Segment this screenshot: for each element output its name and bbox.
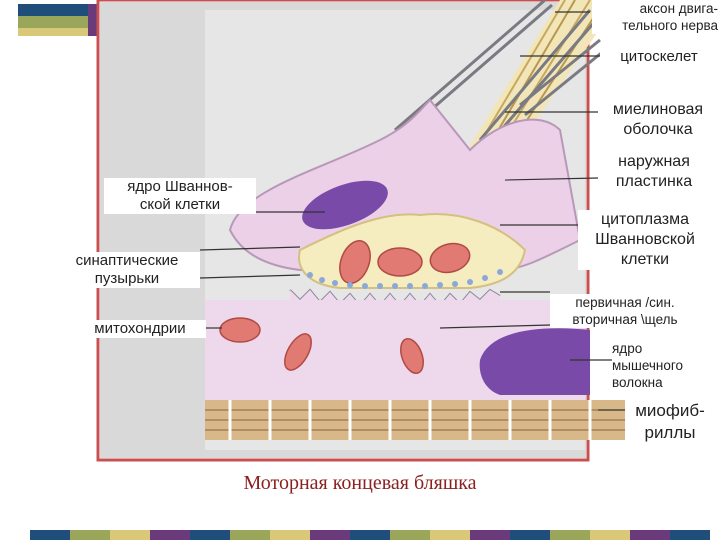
label-schwann-cytoplasm-line2: Шванновской xyxy=(595,231,695,248)
corner-decoration-top xyxy=(18,4,98,36)
synaptic-vesicles xyxy=(307,269,503,289)
label-axon-line1: аксон двига- xyxy=(639,1,718,16)
label-myelin-line1: миелиновая xyxy=(612,101,704,118)
label-muscle-nucleus-line2: мышечного xyxy=(612,358,684,373)
label-myofibrils: миофиб- риллы xyxy=(625,400,715,444)
label-axon: аксон двига- тельного нерва xyxy=(592,0,718,34)
label-schwann-cytoplasm-line3: клетки xyxy=(620,251,670,268)
label-outer-line1: наружная xyxy=(618,153,690,170)
label-synaptic-cleft: первичная /син. вторичная \щель xyxy=(550,294,700,328)
label-cytoskeleton: цитоскелет xyxy=(600,48,718,66)
schwann-nucleus-shape xyxy=(302,180,388,230)
label-schwann-nucleus-line1: ядро Шваннов- xyxy=(127,178,233,195)
corner-decoration-bottom xyxy=(30,530,710,540)
label-vesicles-line2: пузырьки xyxy=(94,270,160,287)
label-vesicles-line1: синаптические xyxy=(75,252,179,269)
label-schwann-nucleus-line2: ской клетки xyxy=(139,196,221,213)
leader-lines xyxy=(199,11,625,411)
label-myofibrils-line1: миофиб- xyxy=(635,401,705,420)
label-muscle-nucleus: ядро мышечного волокна xyxy=(612,340,698,391)
label-axon-line2: тельного нерва xyxy=(622,18,718,33)
label-muscle-nucleus-line1: ядро xyxy=(612,341,643,356)
myelin-sheath xyxy=(394,0,606,146)
label-myofibrils-line2: риллы xyxy=(644,423,696,442)
label-mitochondria-text: митохондрии xyxy=(94,320,186,337)
label-cleft-line1: первичная /син. xyxy=(575,295,675,310)
label-cytoskeleton-text: цитоскелет xyxy=(620,48,698,65)
label-schwann-cytoplasm: цитоплазма Шванновской клетки xyxy=(578,210,712,270)
label-cleft-line2: вторичная \щель xyxy=(572,312,678,327)
diagram-title: Моторная концевая бляшка xyxy=(243,472,477,494)
myofibrils-shape xyxy=(205,400,630,440)
muscle-mitochondria xyxy=(219,317,424,375)
muscle-nucleus-shape xyxy=(479,328,590,395)
label-outer-lamina: наружная пластинка xyxy=(598,152,710,192)
terminal-mitochondria xyxy=(339,240,471,284)
label-myelin-line2: оболочка xyxy=(623,121,693,138)
label-outer-line2: пластинка xyxy=(615,173,693,190)
label-synaptic-vesicles: синаптические пузырьки xyxy=(54,252,200,288)
label-schwann-cytoplasm-line1: цитоплазма xyxy=(600,211,690,228)
label-myelin: миелиновая оболочка xyxy=(598,100,718,140)
label-mitochondria: митохондрии xyxy=(74,320,206,338)
label-schwann-nucleus: ядро Шваннов- ской клетки xyxy=(104,178,256,214)
label-muscle-nucleus-line3: волокна xyxy=(612,375,663,390)
